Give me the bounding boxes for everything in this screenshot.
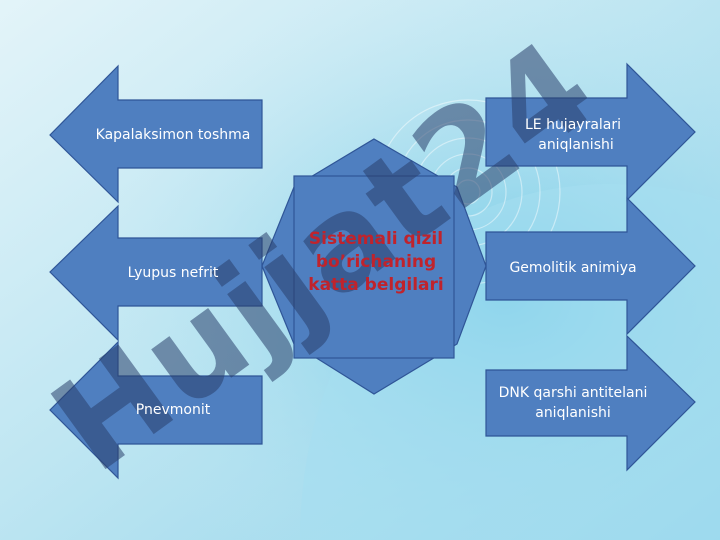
- right-arrow-1-line-1: LE hujayralari: [524, 117, 622, 133]
- right-arrow-1: [485, 62, 696, 202]
- right-arrow-label-2: Gemolitik animiya: [490, 258, 656, 278]
- center-title-line-2: bo’richaning: [315, 252, 437, 272]
- right-arrow-2-line-1: Gemolitik animiya: [509, 260, 637, 276]
- right-arrow-label-3: DNK qarshi antitelani aniqlanishi: [490, 383, 656, 423]
- left-arrow-2: [49, 204, 263, 342]
- center-title-line-1: Sistemali qizil: [308, 229, 444, 249]
- center-title: Sistemali qizil bo’richaning katta belgi…: [296, 228, 456, 297]
- left-arrow-label-2: Lyupus nefrit: [127, 265, 219, 281]
- left-arrow-3: [49, 340, 263, 480]
- right-arrow-2: [485, 196, 696, 336]
- right-arrow-label-1: LE hujayralari aniqlanishi: [490, 115, 656, 155]
- left-arrow-1: [49, 64, 263, 204]
- right-arrow-3: [485, 334, 696, 472]
- center-title-line-3: katta belgilari: [308, 275, 444, 295]
- left-arrow-label-1: Kapalaksimon toshma: [95, 127, 251, 143]
- right-arrow-1-line-2: aniqlanishi: [538, 137, 614, 153]
- right-arrow-3-line-1: DNK qarshi antitelani: [498, 385, 648, 401]
- left-arrow-label-3: Pnevmonit: [135, 402, 211, 418]
- right-arrow-3-line-2: aniqlanishi: [535, 405, 611, 421]
- center-star: [261, 138, 487, 395]
